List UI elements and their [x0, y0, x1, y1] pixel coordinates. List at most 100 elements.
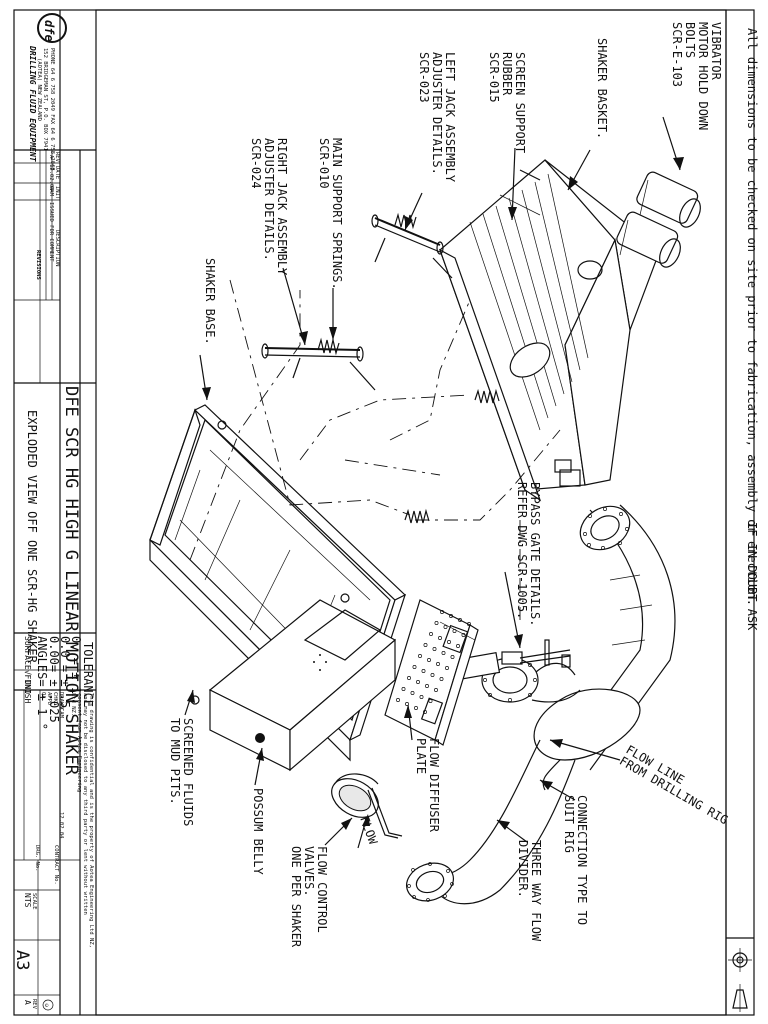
callout-vibrator: VIBRATOR MOTOR HOLD DOWN BOLTS SCR-E-103 — [670, 22, 723, 130]
callout-three-way-line2: DIVIDER. — [516, 840, 530, 898]
rev-header-rev: REV — [54, 152, 60, 163]
if-in-doubt-note: IF IN DOUBT ASK — [745, 522, 759, 631]
copyright-symbol: © — [45, 1003, 49, 1009]
callout-main-springs-line1: MAIN SUPPORT SPRINGS. — [330, 138, 344, 290]
scale-value: NTS — [23, 893, 32, 908]
callout-vibrator-line1: VIBRATOR — [709, 22, 723, 81]
callout-bypass-gate: BYPASS GATE DETAILS. REFER DWG SCR-1005. — [515, 482, 542, 627]
rev-row-init: CAM — [48, 186, 54, 197]
callout-main-springs-line2: SCR-010 — [317, 138, 331, 189]
callout-screen-support-line1: SCREEN SUPPORT — [513, 52, 527, 153]
diffuser-hole — [441, 651, 446, 655]
shaker-basket — [438, 159, 661, 502]
callout-shaker-base-line1: SHAKER BASE. — [203, 258, 217, 345]
signoff-drawn: DRAWN — [58, 692, 64, 709]
callout-right-jack: RIGHT JACK ASSEMBLY ADJUSTER DETAILS. SC… — [249, 138, 289, 276]
drawing-subtitle: EXPLODED VIEW OFF ONE SCR-HG SHAKER — [25, 410, 39, 664]
diffuser-hole — [458, 618, 462, 622]
diffuser-hole — [430, 673, 435, 677]
callout-flow-line-line2: FROM DRILLING RIG — [617, 754, 730, 828]
tolerance-line-3: 0.00= ± .025 — [47, 636, 61, 723]
confidential-line-3: consent from Aotea Engineering — [76, 693, 82, 792]
diffuser-hole — [427, 658, 431, 662]
left-jack-assembly — [371, 212, 453, 279]
diffuser-hole — [429, 632, 433, 636]
signoff-appd: APPD — [46, 692, 52, 705]
scale-label: SCALE — [31, 893, 37, 910]
signoff-chkd: CHKD — [52, 692, 58, 705]
callout-left-jack-line1: LEFT JACK ASSEMBLY — [443, 52, 457, 183]
diffuser-hole — [410, 691, 415, 695]
callout-possum-belly-line1: POSSUM BELLY — [251, 788, 265, 875]
callout-shaker-base: SHAKER BASE. — [203, 258, 217, 345]
callout-shaker-basket-line1: SHAKER BASKET. — [595, 38, 609, 139]
callout-connection-type-line1: CONNECTION TYPE TO — [575, 795, 589, 925]
diffuser-hole — [396, 698, 400, 702]
rev-row-desc: ISSUED FOR COMMENT — [48, 202, 54, 262]
callout-flow-control-line3: ONE PER SHAKER — [289, 846, 303, 948]
right-jack-assembly — [261, 337, 376, 391]
basket-rib — [521, 189, 573, 383]
tolerance-label: TOLERANCE — [81, 642, 95, 707]
diffuser-hole — [412, 665, 417, 669]
callout-left-jack-line2: ADJUSTER DETAILS. — [430, 52, 444, 175]
callout-right-jack-line1: RIGHT JACK ASSEMBLY — [275, 138, 289, 276]
basket-rib — [508, 197, 565, 395]
callout-main-springs: MAIN SUPPORT SPRINGS. SCR-010 — [317, 138, 344, 290]
drawing-title: DFE SCR HG HIGH G LINEAR MOTION SHAKER — [61, 386, 81, 776]
surface-finish-value: √ UNO — [23, 670, 32, 694]
revisions-label: REVISIONS — [35, 250, 41, 280]
possum-belly — [208, 599, 397, 772]
rev-row-date: 12.02.04 — [48, 164, 54, 191]
company-name: DRILLING FLUID EQUIPMENT — [28, 45, 37, 163]
drawn-date: 12.02.04 — [58, 812, 64, 839]
diffuser-hole — [438, 636, 442, 640]
surface-finish-label: SURFACE FINISH — [23, 636, 32, 704]
diffuser-hole — [421, 669, 426, 673]
callout-right-jack-line2: ADJUSTER DETAILS. — [262, 138, 276, 261]
callout-screen-support-line3: SCR-015 — [487, 52, 501, 103]
callout-screened-fluids-line2: TO MUD PITS. — [168, 718, 182, 805]
callout-screened-fluids: SCREENED FLUIDS TO MUD PITS. — [168, 718, 195, 826]
vibrator-motors — [616, 171, 701, 268]
sheet-size: A3 — [12, 950, 32, 970]
callout-flow-control-line1: FLOW CONTROL — [315, 846, 329, 933]
rev-header-desc: DESCRIPTION — [54, 230, 60, 266]
callout-flow-control: FLOW CONTROL VALVES. ONE PER SHAKER — [289, 846, 329, 948]
confidential-line-1: This drawing is confidential and is the … — [88, 693, 94, 948]
diffuser-hole — [419, 695, 424, 699]
diffuser-hole — [449, 614, 453, 618]
diffuser-hole — [414, 706, 418, 710]
confidential-line-2: and may not be disclosed to any third pa… — [82, 693, 88, 915]
diffuser-hole — [423, 643, 428, 647]
callout-bypass-gate-line2: REFER DWG SCR-1005. — [515, 482, 529, 619]
diffuser-hole — [439, 677, 444, 681]
flow-control-valve — [331, 773, 403, 839]
tolerance-line-1: 0. = ± 1 — [69, 636, 83, 694]
callout-screened-fluids-line1: SCREENED FLUIDS — [181, 718, 195, 826]
diffuser-hole — [440, 610, 444, 614]
basket-rib — [534, 181, 581, 371]
diffuser-hole — [425, 684, 429, 688]
rev-header-init: INIT — [54, 186, 60, 200]
dimension-check-note: All dimensions to be checked on site pri… — [745, 28, 759, 606]
tolerance-line-4: ANGLES= ± 1 ° — [35, 636, 49, 730]
diffuser-hole — [467, 622, 471, 626]
projection-symbol-icon — [728, 948, 752, 1012]
callout-vibrator-line2: MOTOR HOLD DOWN — [696, 22, 710, 130]
diffuser-hole — [447, 640, 451, 644]
rev-header-date: DATE — [54, 166, 60, 179]
callout-screen-support: SCREEN SUPPORT RUBBER SCR-015 — [487, 52, 527, 153]
diffuser-hole — [445, 666, 449, 670]
diffuser-hole — [401, 687, 406, 691]
dfe-logo: dfe — [37, 13, 67, 43]
callout-screen-support-line2: RUBBER — [500, 52, 514, 96]
main-support-spring-upper — [474, 388, 500, 404]
copyright-icon: © — [42, 999, 54, 1011]
rev-row-rev: A — [48, 155, 54, 159]
title-block — [14, 10, 96, 1015]
callout-flow-diffuser-line1: FLOW DIFFUSER — [427, 738, 441, 833]
flow-line-pipe — [542, 504, 676, 791]
diffuser-hole — [434, 688, 438, 692]
